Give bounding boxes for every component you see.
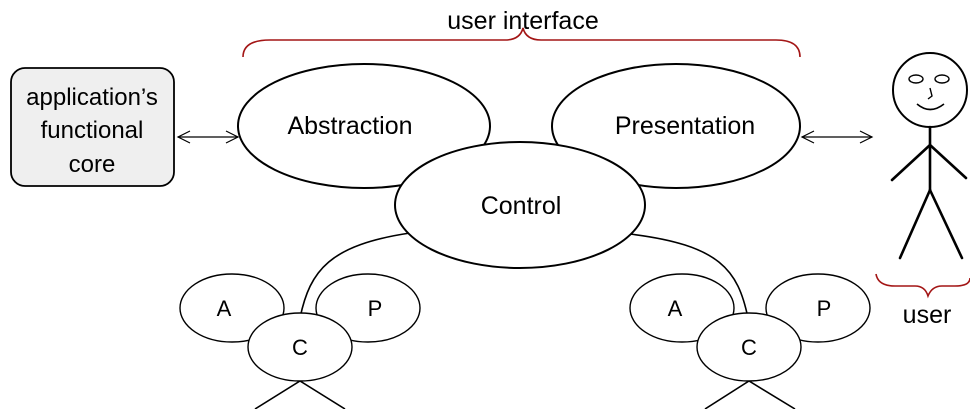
functional-core-line3: core — [69, 151, 116, 178]
functional-core-box — [10, 67, 175, 187]
right-child-p-label: P — [817, 296, 832, 321]
right-child-agent: A P C — [629, 273, 871, 409]
core-abstraction-arrow — [176, 130, 240, 144]
functional-core-line2: functional — [41, 117, 144, 144]
presentation-ellipse — [551, 63, 801, 189]
user-stick-figure-icon — [890, 52, 968, 260]
user-brace — [875, 273, 970, 299]
right-child-p-ellipse — [765, 273, 871, 343]
presentation-label: Presentation — [615, 112, 755, 140]
control-to-left-child-line — [299, 232, 411, 319]
abstraction-label: Abstraction — [287, 112, 412, 140]
left-child-agent: A P C — [179, 273, 421, 409]
right-child-a-ellipse — [629, 273, 735, 343]
left-child-a-label: A — [217, 296, 232, 321]
left-child-a-ellipse — [179, 273, 285, 343]
user-interface-label: user interface — [447, 7, 598, 35]
left-child-p-ellipse — [315, 273, 421, 343]
user-label: user — [903, 301, 952, 329]
control-to-right-child-line — [629, 233, 749, 319]
functional-core-line1: application’s — [26, 84, 158, 111]
abstraction-ellipse — [237, 63, 491, 189]
right-child-c-label: C — [741, 335, 757, 360]
user-interface-brace — [242, 27, 801, 58]
right-child-a-label: A — [668, 296, 683, 321]
left-child-p-label: P — [368, 296, 383, 321]
left-child-c-label: C — [292, 335, 308, 360]
control-ellipse — [394, 141, 646, 269]
presentation-user-arrow — [800, 130, 874, 144]
control-label: Control — [481, 192, 562, 220]
